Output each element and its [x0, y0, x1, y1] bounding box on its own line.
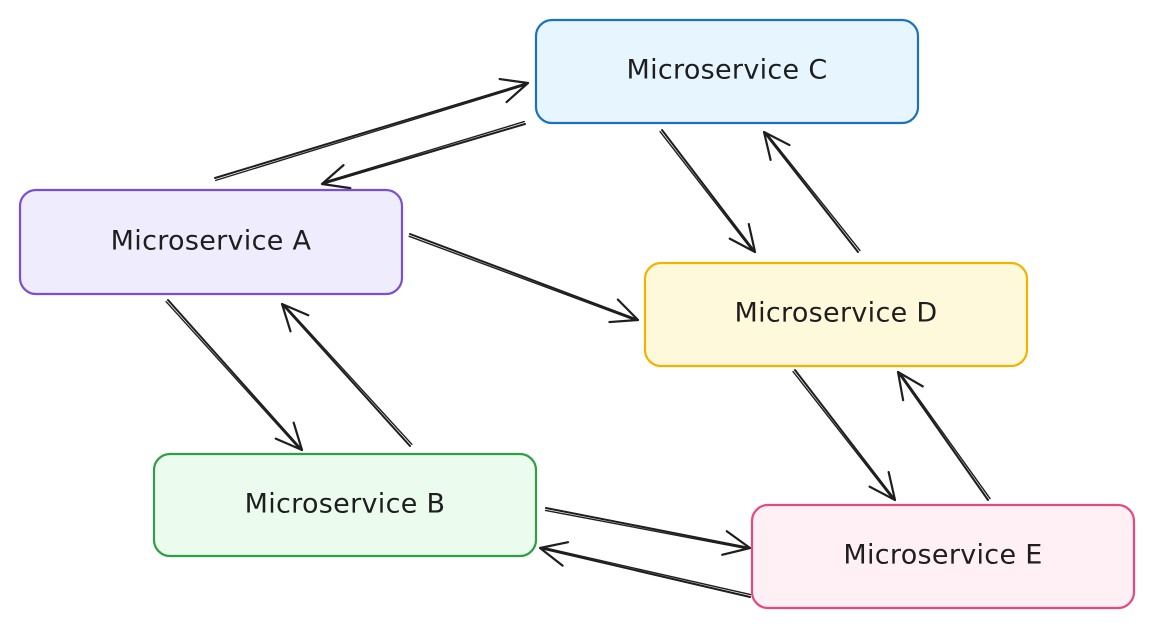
arrow-line-sketch — [792, 370, 893, 499]
node-microservice-a[interactable]: Microservice A — [18, 188, 404, 296]
arrow-b-to-a — [280, 302, 413, 447]
arrow-line — [539, 547, 751, 598]
arrowhead-icon — [320, 164, 352, 190]
node-label-d: Microservice D — [735, 298, 938, 329]
arrow-line-sketch — [543, 547, 752, 596]
node-label-a: Microservice A — [111, 226, 312, 257]
arrow-c-to-a — [320, 120, 526, 190]
arrow-line — [794, 369, 896, 501]
arrowhead-icon — [608, 298, 640, 324]
arrow-line — [321, 123, 526, 185]
arrow-c-to-d — [659, 129, 757, 254]
arrowhead-icon — [721, 530, 752, 556]
arrow-e-to-b — [538, 541, 752, 598]
node-box — [643, 261, 1029, 368]
arrow-line — [897, 371, 989, 501]
edges-layer — [165, 77, 991, 598]
arrowhead-icon — [274, 421, 304, 452]
arrow-line-sketch — [324, 120, 525, 183]
arrow-line — [409, 233, 639, 321]
arrow-line-sketch — [544, 509, 747, 550]
node-microservice-d[interactable]: Microservice D — [643, 261, 1029, 368]
node-microservice-b[interactable]: Microservice B — [152, 452, 538, 558]
arrowhead-icon — [896, 370, 924, 402]
arrow-line — [545, 507, 751, 549]
arrowhead-icon — [280, 302, 310, 333]
arrow-d-to-e — [792, 369, 897, 502]
node-label-b: Microservice B — [245, 489, 446, 520]
arrow-line — [167, 299, 303, 451]
arrow-line — [214, 82, 529, 179]
arrow-a-to-b — [165, 299, 304, 452]
arrow-a-to-d — [408, 233, 640, 324]
arrow-b-to-e — [544, 507, 752, 556]
node-label-e: Microservice E — [843, 540, 1042, 571]
arrow-line — [763, 131, 859, 253]
arrowhead-icon — [498, 77, 530, 104]
arrowhead-icon — [868, 470, 897, 502]
arrowhead-icon — [538, 541, 570, 567]
node-box — [18, 188, 404, 296]
arrow-line-sketch — [659, 130, 753, 251]
arrowhead-icon — [762, 130, 791, 161]
arrow-line-sketch — [215, 84, 526, 182]
arrow-line-sketch — [165, 300, 300, 449]
arrowhead-icon — [728, 222, 757, 254]
arrow-line-sketch — [284, 305, 413, 446]
arrow-line-sketch — [766, 133, 861, 252]
arrow-line — [661, 129, 756, 253]
arrow-line — [281, 303, 411, 447]
node-box — [534, 18, 920, 125]
node-label-c: Microservice C — [626, 55, 827, 86]
node-microservice-e[interactable]: Microservice E — [750, 503, 1136, 610]
node-box — [152, 452, 538, 558]
node-microservice-c[interactable]: Microservice C — [534, 18, 920, 125]
arrow-line-sketch — [408, 235, 635, 321]
node-box — [750, 503, 1136, 610]
arrow-a-to-c — [214, 77, 530, 182]
arrow-e-to-d — [896, 370, 991, 501]
arrow-line-sketch — [900, 373, 991, 500]
arrow-d-to-c — [762, 130, 861, 253]
